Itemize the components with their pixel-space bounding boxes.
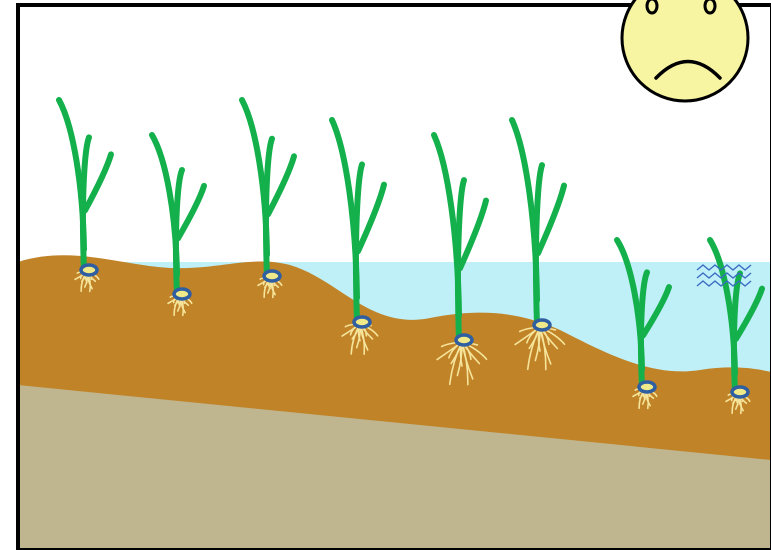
root-crown — [174, 289, 190, 299]
root-crown — [732, 387, 748, 397]
root-crown — [639, 382, 655, 392]
root-crown — [456, 335, 472, 345]
root-crown — [264, 271, 280, 281]
root-crown — [354, 317, 370, 327]
root-crown — [81, 265, 97, 275]
root-crown — [534, 320, 550, 330]
